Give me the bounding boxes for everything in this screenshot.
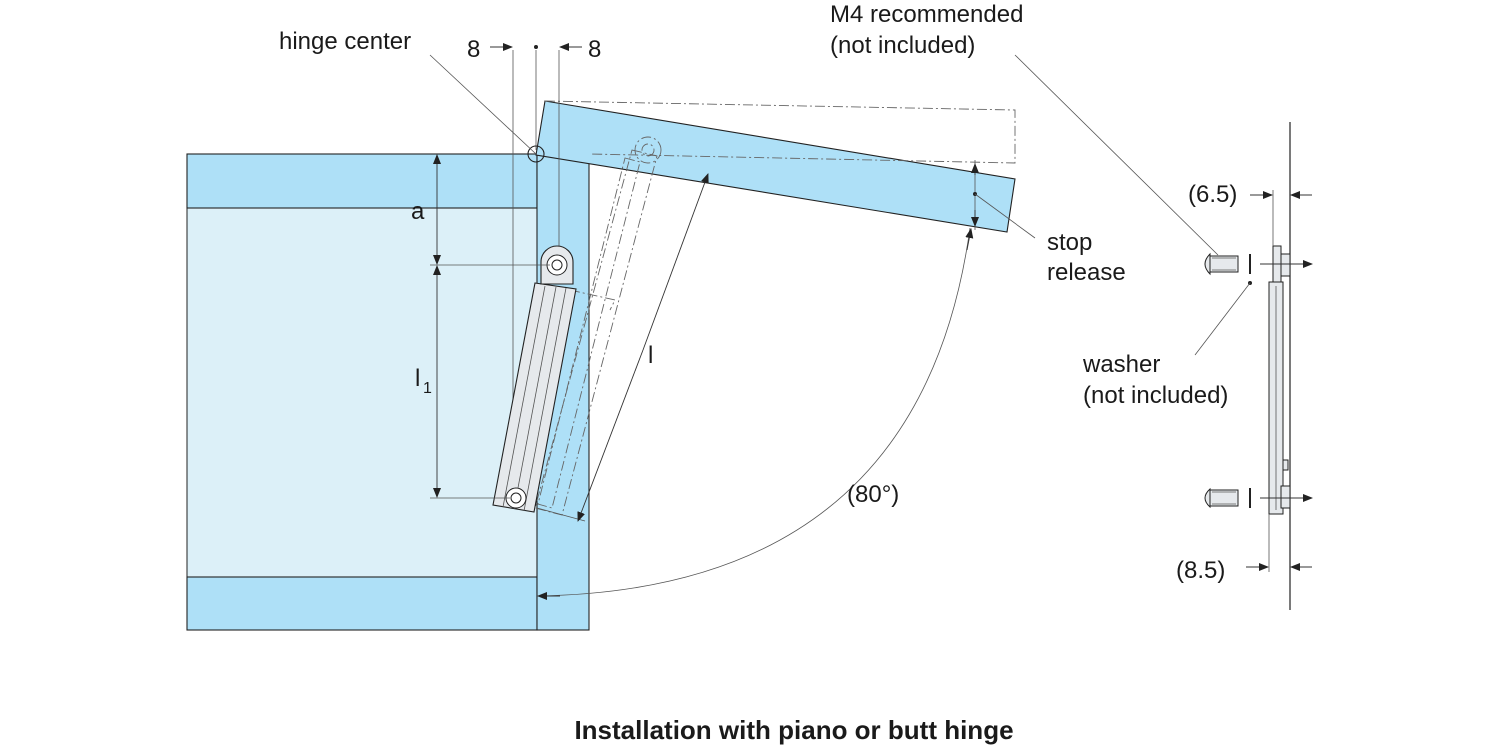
flap-open-panel: [535, 100, 1016, 233]
dim-l: l: [536, 173, 709, 522]
dim-l1-label: l: [415, 365, 420, 392]
hinge-center-label: hinge center: [279, 28, 411, 55]
angle-label: (80°): [847, 481, 899, 508]
dim-6-5-label: (6.5): [1188, 181, 1237, 208]
cabinet-bottom-board: [186, 576, 538, 631]
strut-body: [492, 282, 577, 513]
flap-phantom-outline: [544, 100, 1016, 164]
cabinet-top-board: [186, 153, 538, 209]
screw-callout: M4 recommended (not included): [830, 1, 1219, 256]
dim-a-label: a: [411, 198, 425, 225]
angle-arc: (80°): [536, 227, 974, 600]
dim-8-left: 8: [467, 36, 480, 63]
figure-caption: Installation with piano or butt hinge: [574, 715, 1013, 745]
screw-label-line1: M4 recommended: [830, 1, 1023, 28]
dim-a-l1: a l 1: [411, 154, 550, 499]
stop-release-line1: stop: [1047, 229, 1092, 256]
dim-8-right: 8: [588, 36, 601, 63]
flap: [535, 100, 1016, 233]
hinge-center-circle-icon: [527, 145, 545, 163]
screw-icon: [1204, 252, 1239, 276]
dim-l-label: l: [648, 342, 653, 369]
washer-label-line2: (not included): [1083, 382, 1228, 409]
side-view: (6.5) (8.5) washer (not included): [1082, 122, 1313, 610]
cabinet-interior: [186, 206, 538, 578]
dim-l1-subscript: 1: [423, 380, 432, 397]
stop-release-line2: release: [1047, 259, 1126, 286]
washer-label-line1: washer: [1082, 351, 1160, 378]
screw-label-line2: (not included): [830, 32, 975, 59]
dim-hinge-offset: 8 8: [467, 36, 601, 63]
screw-icon-lower: [1204, 487, 1239, 509]
stop-release: stop release: [971, 160, 1126, 286]
dim-8-5-label: (8.5): [1176, 557, 1225, 584]
gas-strut: [492, 245, 577, 513]
